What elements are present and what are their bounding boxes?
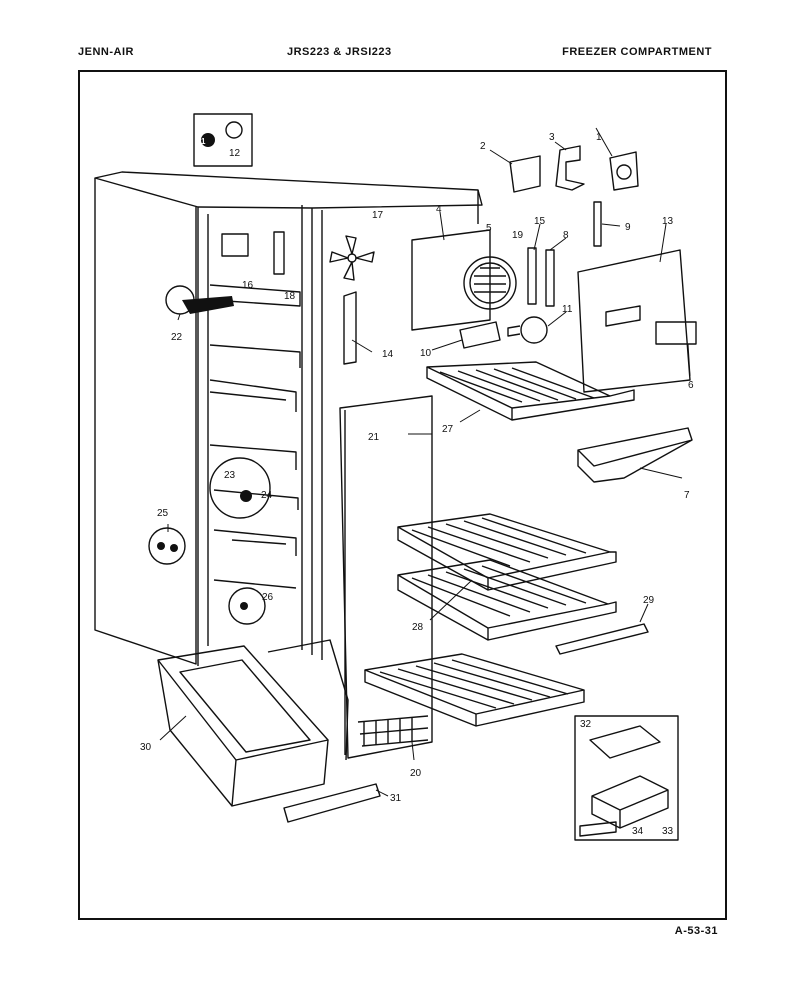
cabinet xyxy=(94,171,483,761)
brand-label: JENN-AIR xyxy=(78,46,134,58)
callout-13: 13 xyxy=(662,216,674,227)
shelf-bottom xyxy=(364,653,585,727)
callout-8: 8 xyxy=(563,230,569,241)
diagram-frame xyxy=(78,70,727,920)
part-18 xyxy=(273,231,285,275)
shelf-28-upper xyxy=(397,513,617,591)
callout-14: 14 xyxy=(382,349,394,360)
callout-23: 23 xyxy=(224,470,236,481)
detail-25 xyxy=(148,527,186,565)
switch-16 xyxy=(221,233,249,257)
callout-15: 15 xyxy=(534,216,546,227)
callout-4: 4 xyxy=(436,204,442,215)
callout-16: 16 xyxy=(242,280,254,291)
shelf-28-lower xyxy=(397,559,617,641)
callout-33: 33 xyxy=(662,826,674,837)
callout-18: 18 xyxy=(284,291,296,302)
section-title: FREEZER COMPARTMENT xyxy=(562,46,712,58)
callout-31: 31 xyxy=(390,793,402,804)
detail-23-24 xyxy=(209,457,271,519)
ice-bin-inset xyxy=(574,715,679,841)
callout-1-badge: 1 xyxy=(201,137,206,146)
detail-26 xyxy=(228,587,266,625)
freezer-basket xyxy=(157,645,329,807)
fan-shroud xyxy=(411,229,517,331)
callout-9: 9 xyxy=(625,222,631,233)
callout-12: 12 xyxy=(229,148,241,159)
callout-24: 24 xyxy=(261,490,273,501)
callout-3: 3 xyxy=(549,132,555,143)
shelf-27 xyxy=(426,361,635,421)
callout-7: 7 xyxy=(684,490,690,501)
callout-19: 19 xyxy=(512,230,524,241)
callout-2: 2 xyxy=(480,141,486,152)
callout-1: 1 xyxy=(596,132,602,143)
rail-29 xyxy=(555,623,649,655)
callout-28: 28 xyxy=(412,622,424,633)
fan-blade xyxy=(329,235,375,281)
callout-25: 25 xyxy=(157,508,169,519)
rail-31 xyxy=(283,783,381,823)
rear-cover-panel xyxy=(577,249,697,393)
callout-30: 30 xyxy=(140,742,152,753)
detail-12 xyxy=(193,113,253,167)
callout-34: 34 xyxy=(632,826,644,837)
callout-22: 22 xyxy=(171,332,183,343)
callout-27: 27 xyxy=(442,424,454,435)
pan-7 xyxy=(577,427,693,483)
callout-29: 29 xyxy=(643,595,655,606)
callout-20: 20 xyxy=(410,768,422,779)
callout-labels: 1 2 3 4 5 6 7 8 9 10 11 12 13 14 15 16 1… xyxy=(140,132,694,837)
model-number: JRS223 & JRSI223 xyxy=(287,46,392,58)
callout-11: 11 xyxy=(562,304,573,315)
callout-17: 17 xyxy=(372,210,384,221)
bracket-14 xyxy=(343,291,357,365)
callout-6: 6 xyxy=(688,380,694,391)
callout-5: 5 xyxy=(486,223,492,234)
evaporator-panel xyxy=(339,395,433,759)
callout-26: 26 xyxy=(262,592,274,603)
diagram-code: A-53-31 xyxy=(674,925,718,937)
callout-10: 10 xyxy=(420,348,432,359)
light-assembly xyxy=(459,316,548,349)
callout-21: 21 xyxy=(368,432,380,443)
callout-32: 32 xyxy=(580,719,592,730)
